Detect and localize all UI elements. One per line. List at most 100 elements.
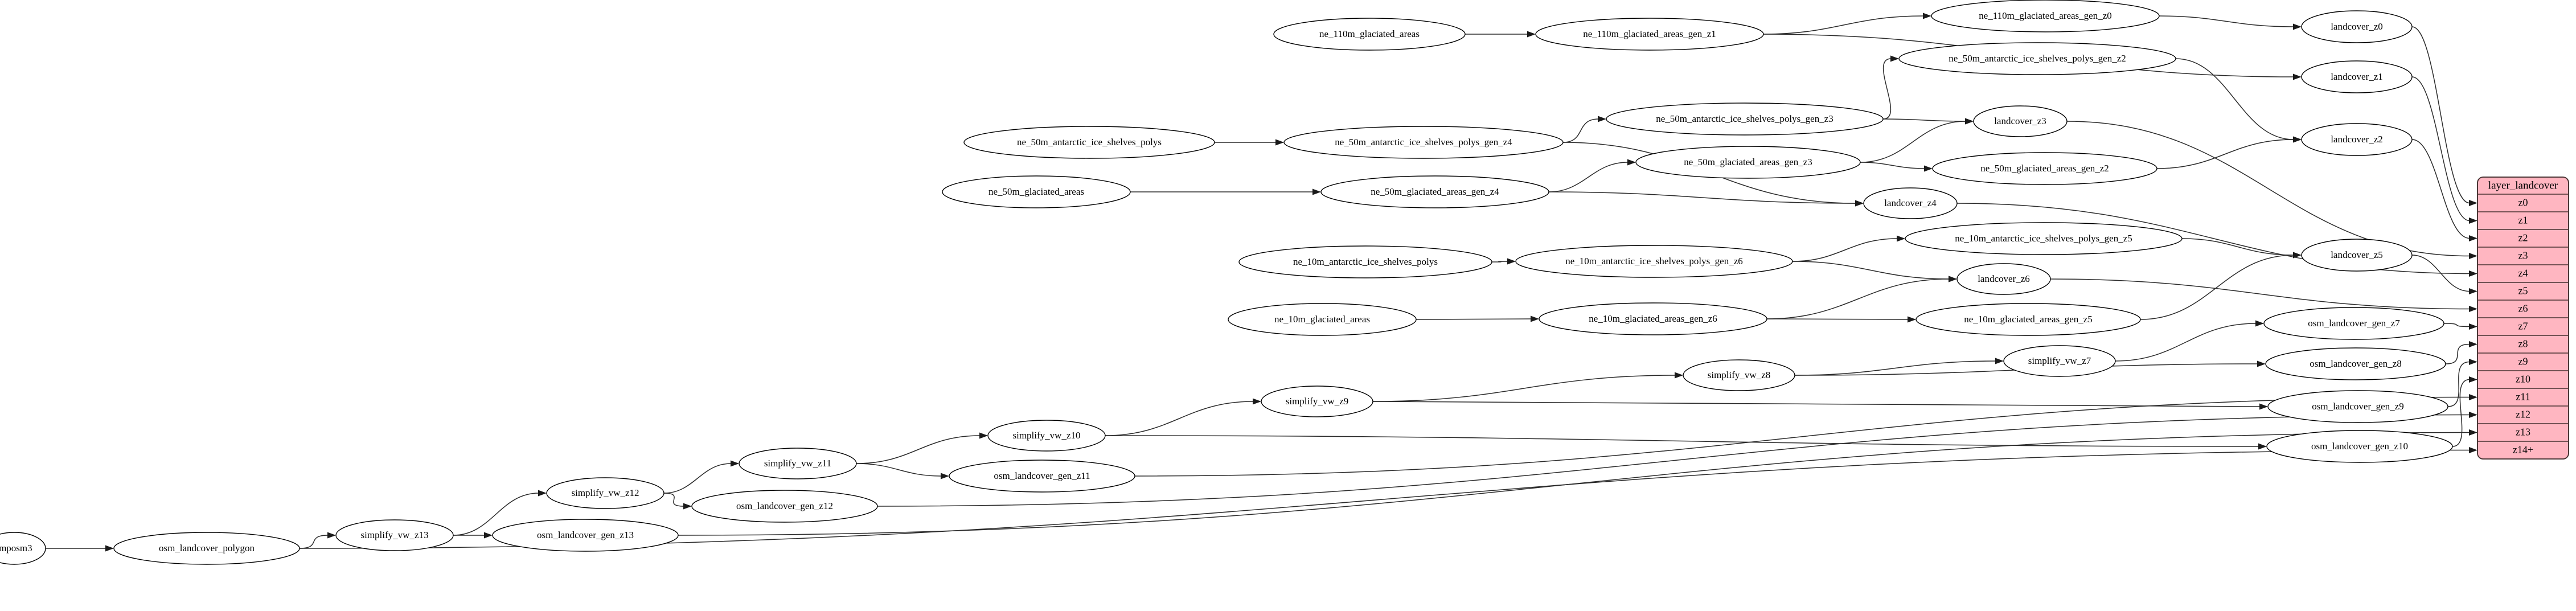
node-ne_50m_antarctic_ice_shelves_polys[interactable]: ne_50m_antarctic_ice_shelves_polys — [963, 126, 1215, 159]
table-row-z0[interactable]: z0 — [2477, 194, 2569, 208]
node-label: ne_10m_antarctic_ice_shelves_polys_gen_z… — [1955, 233, 2132, 244]
node-ne_50m_antarctic_ice_shelves_polys_gen_z4[interactable]: ne_50m_antarctic_ice_shelves_polys_gen_z… — [1283, 126, 1564, 159]
node-landcover_z0[interactable]: landcover_z0 — [2301, 10, 2413, 43]
node-ne_50m_glaciated_areas[interactable]: ne_50m_glaciated_areas — [942, 175, 1131, 208]
node-label: ne_10m_glaciated_areas_gen_z6 — [1589, 313, 1717, 324]
node-osm_landcover_gen_z11[interactable]: osm_landcover_gen_z11 — [949, 460, 1135, 493]
edge — [46, 545, 114, 552]
table-row-z2[interactable]: z2 — [2477, 229, 2569, 244]
table-cell-label: z7 — [2518, 321, 2528, 332]
node-ne_50m_glaciated_areas_gen_z4[interactable]: ne_50m_glaciated_areas_gen_z4 — [1320, 175, 1549, 208]
edge — [2452, 376, 2477, 447]
node-landcover_z5[interactable]: landcover_z5 — [2301, 239, 2413, 272]
node-label: simplify_vw_z13 — [361, 530, 429, 540]
node-ne_10m_antarctic_ice_shelves_polys_gen_z5[interactable]: ne_10m_antarctic_ice_shelves_polys_gen_z… — [1905, 222, 2183, 255]
node-ne_10m_antarctic_ice_shelves_polys_gen_z6[interactable]: ne_10m_antarctic_ice_shelves_polys_gen_z… — [1515, 245, 1793, 278]
node-landcover_z1[interactable]: landcover_z1 — [2301, 60, 2413, 93]
table-row-z6[interactable]: z6 — [2477, 300, 2569, 314]
node-label: ne_50m_glaciated_areas_gen_z4 — [1371, 186, 1499, 197]
edge — [2156, 136, 2302, 169]
edge — [2175, 58, 2302, 143]
edge — [1562, 116, 1606, 143]
node-ne_110m_glaciated_areas_gen_z0[interactable]: ne_110m_glaciated_areas_gen_z0 — [1931, 0, 2160, 32]
node-osm_landcover_gen_z12[interactable]: osm_landcover_gen_z12 — [691, 490, 878, 523]
node-label: ne_10m_antarctic_ice_shelves_polys_gen_z… — [1565, 256, 1743, 266]
table-row-z10[interactable]: z10 — [2477, 370, 2569, 385]
table-row-z5[interactable]: z5 — [2477, 282, 2569, 297]
node-label: ne_50m_glaciated_areas_gen_z3 — [1684, 157, 1812, 167]
node-landcover_z2[interactable]: landcover_z2 — [2301, 123, 2413, 156]
node-label: landcover_z4 — [1884, 198, 1937, 208]
table-row-z14+[interactable]: z14+ — [2477, 441, 2569, 456]
node-osm_landcover_gen_z10[interactable]: osm_landcover_gen_z10 — [2266, 430, 2453, 463]
node-osm_landcover_gen_z7[interactable]: osm_landcover_gen_z7 — [2263, 307, 2444, 340]
node-label: landcover_z0 — [2331, 21, 2383, 32]
node-ne_110m_glaciated_areas[interactable]: ne_110m_glaciated_areas — [1273, 18, 1466, 51]
node-simplify_vw_z7[interactable]: simplify_vw_z7 — [2003, 345, 2116, 377]
node-ne_50m_antarctic_ice_shelves_polys_gen_z3[interactable]: ne_50m_antarctic_ice_shelves_polys_gen_z… — [1606, 102, 1884, 136]
table-row-z4[interactable]: z4 — [2477, 264, 2569, 279]
node-ne_10m_antarctic_ice_shelves_polys[interactable]: ne_10m_antarctic_ice_shelves_polys — [1238, 245, 1492, 278]
edge — [1215, 139, 1284, 146]
node-simplify_vw_z13[interactable]: simplify_vw_z13 — [335, 519, 454, 551]
edge — [453, 490, 547, 536]
node-osm_landcover_gen_z8[interactable]: osm_landcover_gen_z8 — [2265, 347, 2446, 380]
table-cell-label: z8 — [2518, 338, 2528, 350]
node-landcover_z3[interactable]: landcover_z3 — [1973, 105, 2068, 137]
node-ne_10m_glaciated_areas_gen_z6[interactable]: ne_10m_glaciated_areas_gen_z6 — [1539, 302, 1767, 335]
node-simplify_vw_z12[interactable]: simplify_vw_z12 — [546, 477, 664, 509]
node-label: landcover_z1 — [2331, 71, 2383, 82]
node-label: osm_landcover_gen_z12 — [736, 501, 833, 511]
edge — [299, 532, 336, 549]
edge — [1860, 118, 1974, 163]
table-cell-label: z12 — [2516, 409, 2530, 420]
edge — [1792, 261, 1957, 282]
node-label: ne_10m_glaciated_areas — [1274, 314, 1370, 325]
table-row-z7[interactable]: z7 — [2477, 317, 2569, 332]
node-landcover_z6[interactable]: landcover_z6 — [1956, 263, 2051, 295]
node-ne_50m_glaciated_areas_gen_z2[interactable]: ne_50m_glaciated_areas_gen_z2 — [1932, 152, 2157, 185]
edge — [877, 412, 2477, 507]
node-label: simplify_vw_z7 — [2028, 355, 2091, 366]
node-label: ne_10m_glaciated_areas_gen_z5 — [1964, 314, 2093, 325]
edge — [2050, 278, 2477, 312]
node-landcover_z4[interactable]: landcover_z4 — [1863, 187, 1958, 219]
node-osm_landcover_gen_z9[interactable]: osm_landcover_gen_z9 — [2267, 390, 2448, 423]
node-simplify_vw_z11[interactable]: simplify_vw_z11 — [739, 448, 857, 479]
edge — [2140, 252, 2302, 320]
node-imposm3[interactable]: imposm3 — [0, 532, 46, 565]
node-label: osm_landcover_gen_z7 — [2308, 318, 2400, 329]
edge — [1792, 235, 1905, 262]
table-cell-label: z0 — [2518, 197, 2528, 208]
edge — [1372, 372, 1683, 402]
table-row-z9[interactable]: z9 — [2477, 352, 2569, 367]
node-label: ne_110m_glaciated_areas_gen_z1 — [1583, 28, 1716, 39]
node-label: landcover_z3 — [1994, 116, 2046, 126]
node-label: osm_landcover_gen_z9 — [2312, 401, 2403, 412]
table-row-z1[interactable]: z1 — [2477, 211, 2569, 226]
table-row-z13[interactable]: z13 — [2477, 423, 2569, 438]
edge — [678, 429, 2477, 536]
edge — [1882, 55, 1899, 120]
table-row-z12[interactable]: z12 — [2477, 405, 2569, 420]
node-simplify_vw_z8[interactable]: simplify_vw_z8 — [1683, 359, 1795, 391]
table-row-z11[interactable]: z11 — [2477, 388, 2569, 403]
node-ne_50m_antarctic_ice_shelves_polys_gen_z2[interactable]: ne_50m_antarctic_ice_shelves_polys_gen_z… — [1898, 42, 2176, 75]
node-ne_110m_glaciated_areas_gen_z1[interactable]: ne_110m_glaciated_areas_gen_z1 — [1535, 18, 1764, 51]
edge — [856, 432, 988, 464]
node-ne_10m_glaciated_areas[interactable]: ne_10m_glaciated_areas — [1228, 303, 1417, 336]
table-cell-label: z5 — [2518, 285, 2528, 297]
node-label: imposm3 — [0, 543, 32, 553]
node-osm_landcover_polygon[interactable]: osm_landcover_polygon — [113, 532, 300, 565]
table-row-z8[interactable]: z8 — [2477, 335, 2569, 350]
node-ne_10m_glaciated_areas_gen_z5[interactable]: ne_10m_glaciated_areas_gen_z5 — [1915, 303, 2141, 336]
table-cell-label: z14+ — [2513, 444, 2533, 456]
node-simplify_vw_z10[interactable]: simplify_vw_z10 — [987, 420, 1106, 452]
table-row-z3[interactable]: z3 — [2477, 247, 2569, 261]
node-simplify_vw_z9[interactable]: simplify_vw_z9 — [1261, 386, 1373, 417]
node-osm_landcover_gen_z13[interactable]: osm_landcover_gen_z13 — [492, 519, 679, 552]
node-ne_50m_glaciated_areas_gen_z3[interactable]: ne_50m_glaciated_areas_gen_z3 — [1635, 146, 1861, 179]
edge — [1794, 358, 2004, 376]
